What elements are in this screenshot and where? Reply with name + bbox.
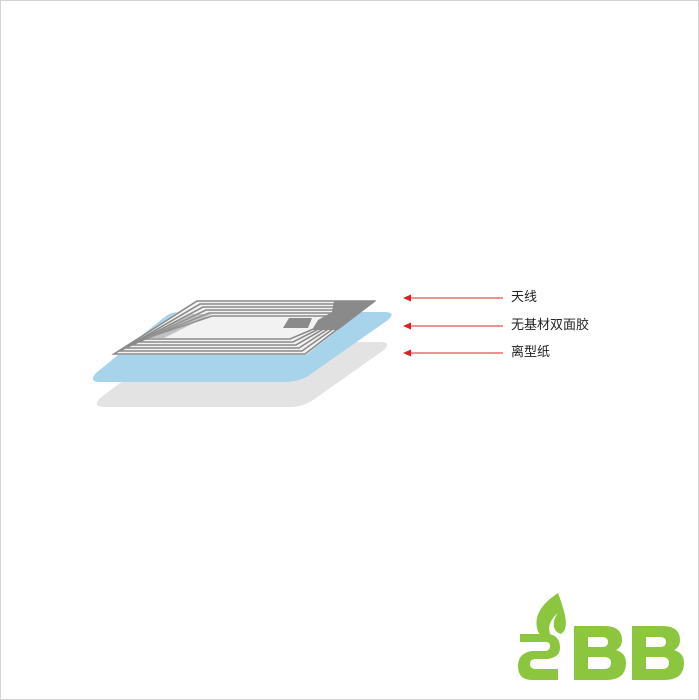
antenna-label: 天线: [511, 290, 538, 305]
brand-logo: [518, 593, 684, 680]
release-paper-label: 离型纸: [511, 345, 551, 360]
arrow-adhesive: [403, 322, 503, 330]
arrow-antenna: [403, 294, 503, 302]
adhesive-label: 无基材双面胶: [511, 318, 590, 333]
antenna-layer: [111, 300, 377, 355]
arrow-release-paper: [403, 349, 503, 357]
